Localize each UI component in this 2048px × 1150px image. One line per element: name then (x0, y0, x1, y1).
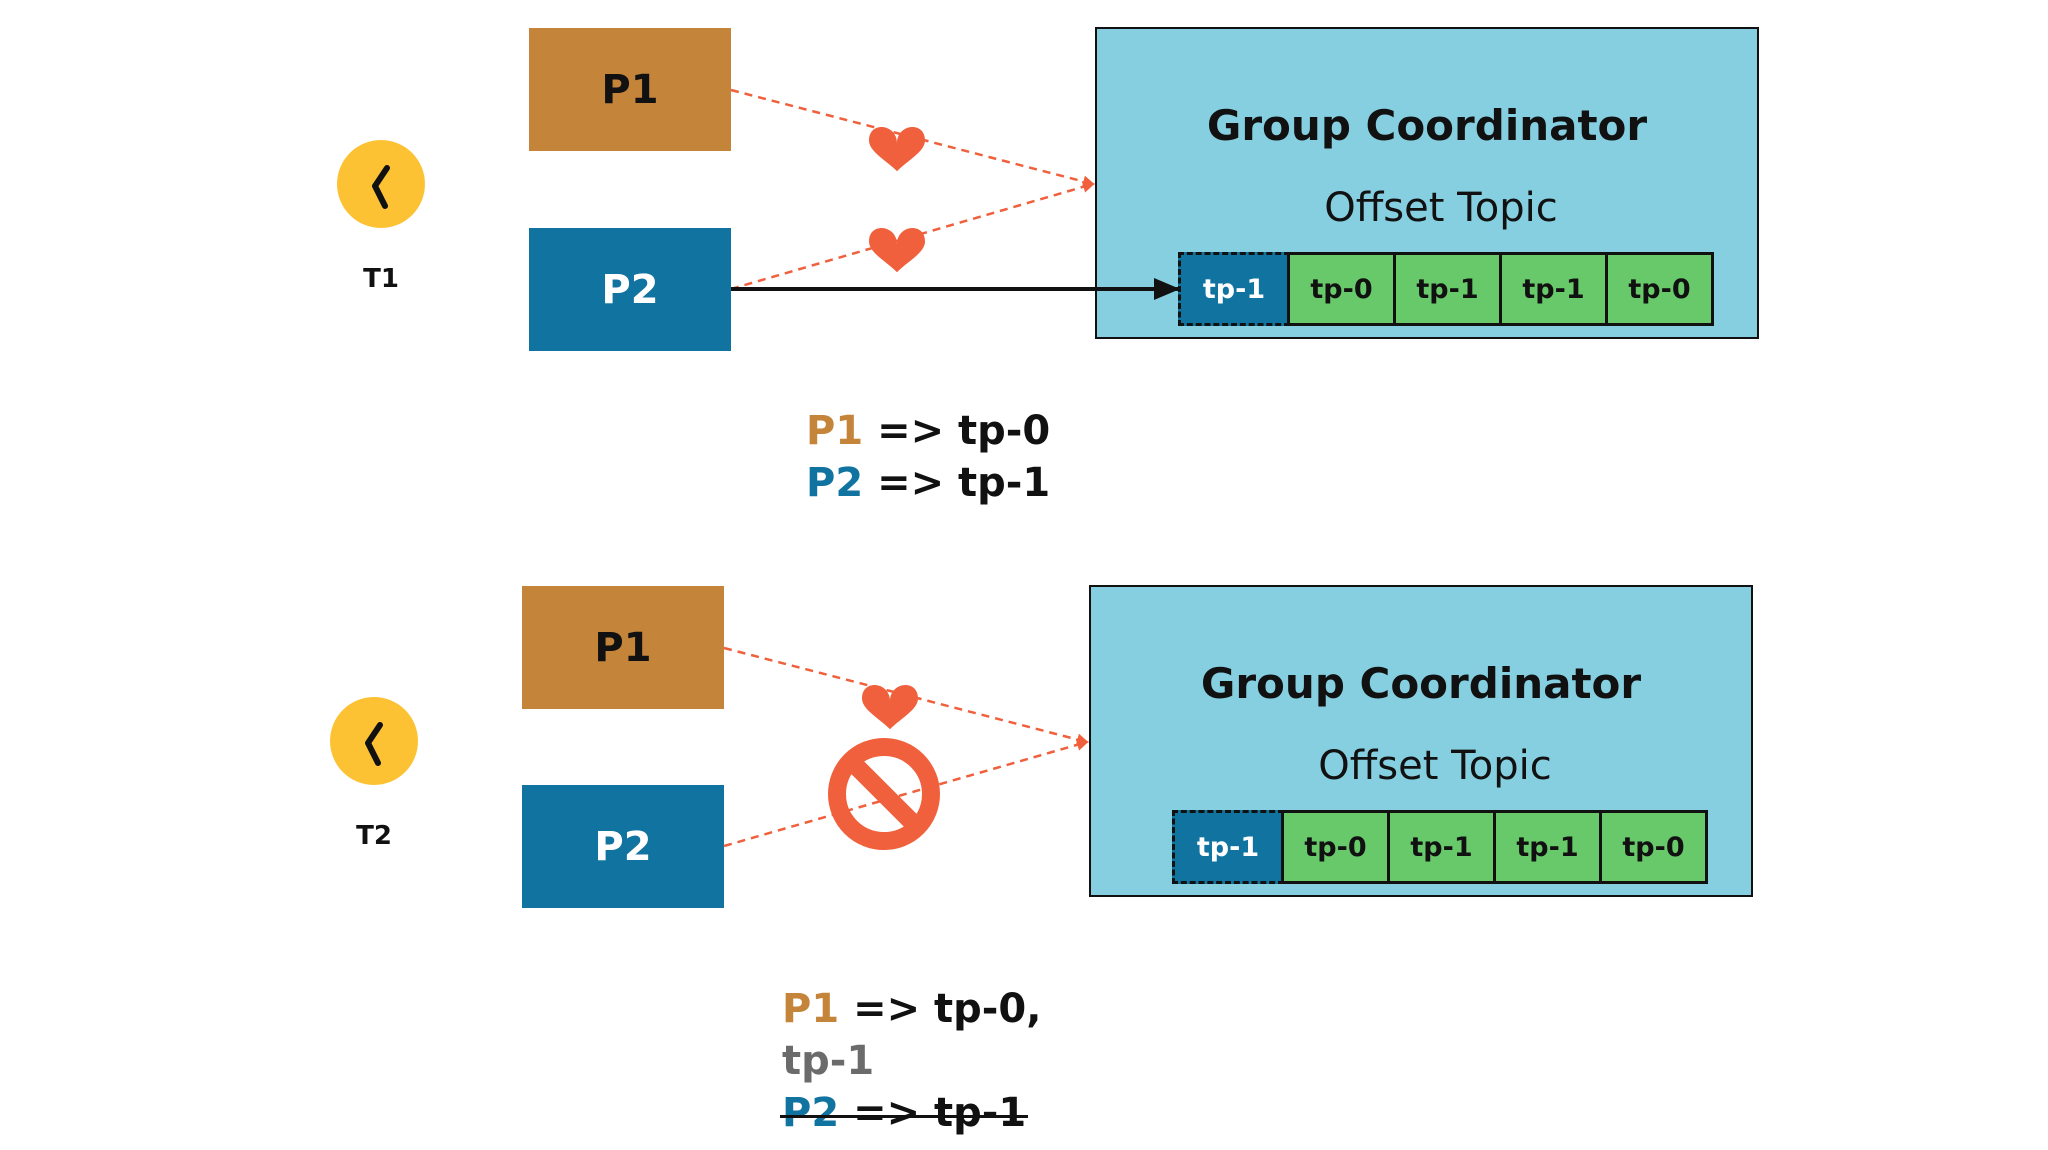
time-label-t1: T1 (363, 264, 399, 294)
coordinator-title: Group Coordinator (1200, 659, 1642, 708)
caption-p2-assignment: => tp-1 (863, 460, 1051, 506)
heart-icon (869, 228, 925, 273)
caption-p1-assignment: => tp-0 (863, 408, 1051, 454)
assignment-caption-t1: P1 => tp-0 P2 => tp-1 (806, 405, 1050, 509)
caption-p1: P1 (806, 408, 864, 454)
time-label-t2: T2 (356, 821, 392, 851)
clock-icon (330, 697, 418, 785)
offset-topic-label: Offset Topic (1324, 185, 1558, 231)
offset-cell: tp-0 (1281, 810, 1390, 884)
caption-p1: P1 (782, 986, 840, 1032)
caption-p2: P2 (782, 1090, 840, 1136)
offset-cell: tp-0 (1287, 252, 1396, 326)
offset-cell: tp-0 (1599, 810, 1708, 884)
offset-topic-partitions: tp-1 tp-0 tp-1 tp-1 tp-0 (1178, 252, 1714, 326)
process-p2: P2 (529, 228, 731, 351)
offset-cell: tp-1 (1387, 810, 1496, 884)
caption-p2: P2 (806, 460, 864, 506)
offset-cell: tp-0 (1605, 252, 1714, 326)
offset-topic-partitions: tp-1 tp-0 tp-1 tp-1 tp-0 (1172, 810, 1708, 884)
process-p1: P1 (529, 28, 731, 151)
heartbeat-arrow-p2 (723, 738, 1089, 848)
heart-icon (862, 685, 918, 730)
process-p1: P1 (522, 586, 724, 709)
caption-p2-revoked: P2 => tp-1 (779, 1087, 1029, 1139)
heart-icon (869, 127, 925, 172)
caption-p1-assignment: => tp-0, (839, 986, 1042, 1032)
process-p2: P2 (522, 785, 724, 908)
no-entry-icon (828, 738, 940, 850)
group-coordinator-t2: Group Coordinator Offset Topic tp-1 tp-0… (1089, 585, 1753, 897)
caption-p2-assignment: => tp-1 (839, 1090, 1027, 1136)
clock-icon (337, 140, 425, 228)
offset-cell: tp-1 (1393, 252, 1502, 326)
group-coordinator-t1: Group Coordinator Offset Topic tp-1 tp-0… (1095, 27, 1759, 339)
assignment-caption-t2: P1 => tp-0, tp-1 P2 => tp-1 (779, 983, 1042, 1139)
offset-topic-label: Offset Topic (1318, 743, 1552, 789)
caption-reassigned-partition: tp-1 (782, 1038, 875, 1084)
offset-cell: tp-1 (1499, 252, 1608, 326)
coordinator-title: Group Coordinator (1206, 101, 1648, 150)
offset-cell: tp-1 (1493, 810, 1602, 884)
